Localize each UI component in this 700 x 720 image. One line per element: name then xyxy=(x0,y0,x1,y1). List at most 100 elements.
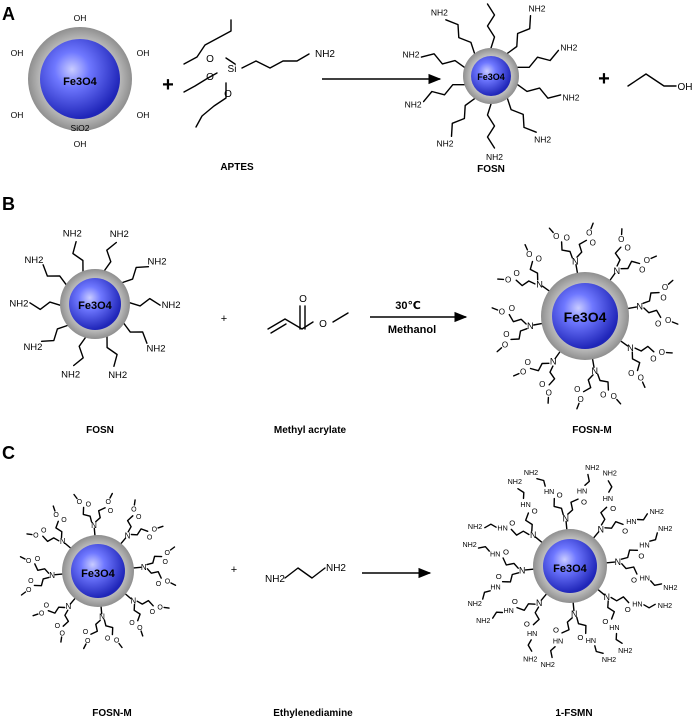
methyl-group xyxy=(667,279,674,285)
amine-terminal: NH2 xyxy=(486,152,503,162)
methyl-group xyxy=(169,546,176,551)
linker-chain xyxy=(565,520,568,530)
ester-oxygen: O xyxy=(157,604,163,611)
shell-label: SiO2 xyxy=(71,123,90,133)
carbonyl-oxygen: O xyxy=(625,243,631,252)
ethylenediamine-label: Ethylenediamine xyxy=(273,708,353,719)
amine-terminal: NH2 xyxy=(63,229,82,240)
amine-terminal: NH2 xyxy=(462,541,476,549)
linker-chain xyxy=(620,340,629,347)
methyl-acrylate-structure: O O xyxy=(267,294,349,334)
amine-terminal: NH2 xyxy=(108,370,127,381)
branch-chain xyxy=(529,260,539,281)
branch-chain xyxy=(604,521,624,529)
methyl-group xyxy=(496,347,503,353)
carbonyl-oxygen: O xyxy=(105,636,111,643)
carbonyl-oxygen: O xyxy=(509,519,515,528)
ethylene-chain xyxy=(643,603,656,609)
ethanol-hydroxyl: OH xyxy=(678,82,693,93)
branch-chain xyxy=(510,328,528,341)
ethylene-chain xyxy=(536,478,546,487)
ethylene-chain xyxy=(636,513,648,521)
tertiary-amine: N xyxy=(536,598,542,608)
propyl-chain xyxy=(506,14,532,54)
carbonyl-oxygen: O xyxy=(574,385,580,394)
ethylene-chain xyxy=(492,611,504,619)
tertiary-amine: N xyxy=(130,596,136,605)
propyl-chain xyxy=(486,103,496,149)
fosn-b-core xyxy=(69,278,121,330)
branch-chain xyxy=(631,351,641,372)
eda-amine-2: NH2 xyxy=(326,563,346,574)
methyl-group xyxy=(491,307,499,311)
linker-chain xyxy=(100,606,103,615)
aptes-amine: NH2 xyxy=(315,49,335,60)
amine-terminal: NH2 xyxy=(658,525,672,533)
amine-terminal: NH2 xyxy=(405,99,422,109)
tertiary-amine: N xyxy=(49,571,55,580)
linker-chain xyxy=(609,272,616,281)
methyl-group xyxy=(32,613,39,617)
amine-terminal: NH2 xyxy=(468,523,482,531)
ethylene-chain xyxy=(584,473,590,486)
propyl-chain xyxy=(450,97,476,138)
branch-chain xyxy=(33,576,50,587)
branch-chain xyxy=(582,374,594,393)
oh-lower-left: OH xyxy=(11,110,24,120)
branch-chain xyxy=(47,606,66,614)
ethylene-chain xyxy=(615,632,623,644)
branch-chain xyxy=(146,555,163,566)
ester-oxygen: O xyxy=(638,374,644,383)
linker-chain xyxy=(120,537,127,545)
linker-chain xyxy=(64,542,72,549)
carbonyl-oxygen: O xyxy=(503,330,509,339)
amine-terminal: NH2 xyxy=(61,369,80,380)
fosn-m-c-core xyxy=(71,544,125,598)
carbonyl-oxygen: O xyxy=(509,304,515,313)
branch-chain xyxy=(516,603,536,611)
fosn-m-label-b: FOSN-M xyxy=(572,425,611,436)
branch-chain xyxy=(126,515,134,533)
methyl-group xyxy=(20,591,27,596)
panel-b-letter: B xyxy=(2,194,15,214)
carbonyl-oxygen: O xyxy=(628,369,634,378)
ester-oxygen: O xyxy=(165,550,171,557)
methyl-group xyxy=(650,255,657,260)
branch-chain xyxy=(620,260,641,270)
ethylene-chain xyxy=(650,580,663,586)
linker-chain xyxy=(69,597,76,605)
fsmn-core-label: Fe3O4 xyxy=(553,563,588,575)
carbonyl-oxygen: O xyxy=(602,617,608,626)
amide-nh: HN xyxy=(520,501,530,509)
amine-terminal: NH2 xyxy=(534,134,551,144)
carbonyl-oxygen: O xyxy=(539,380,545,389)
amine-terminal: NH2 xyxy=(524,469,538,477)
amide-nh: HN xyxy=(577,488,587,496)
branch-chain xyxy=(525,512,533,532)
core-label: Fe3O4 xyxy=(63,76,98,88)
aptes-oxygen-3: O xyxy=(224,89,232,100)
ester-oxygen: O xyxy=(131,506,137,513)
ester-oxygen: O xyxy=(659,348,665,357)
propyl-chain xyxy=(420,53,466,69)
carbonyl-oxygen: O xyxy=(536,255,542,264)
methyl-group xyxy=(157,525,164,529)
linker-chain xyxy=(627,306,637,310)
branch-chain xyxy=(643,307,662,319)
branch-chain xyxy=(634,345,655,353)
amine-terminal: NH2 xyxy=(563,93,580,103)
methyl-group xyxy=(82,643,87,650)
linker-chain xyxy=(533,322,543,326)
linker-chain xyxy=(535,536,543,543)
ester-oxygen: O xyxy=(586,229,592,238)
methyl-group xyxy=(641,381,646,388)
branch-chain xyxy=(515,279,536,287)
branch-chain xyxy=(130,528,149,536)
linker-chain xyxy=(93,527,96,536)
propyl-chain xyxy=(123,322,148,344)
branch-chain xyxy=(62,609,70,627)
ethylene-chain xyxy=(482,590,491,600)
carbonyl-oxygen: O xyxy=(600,390,606,399)
